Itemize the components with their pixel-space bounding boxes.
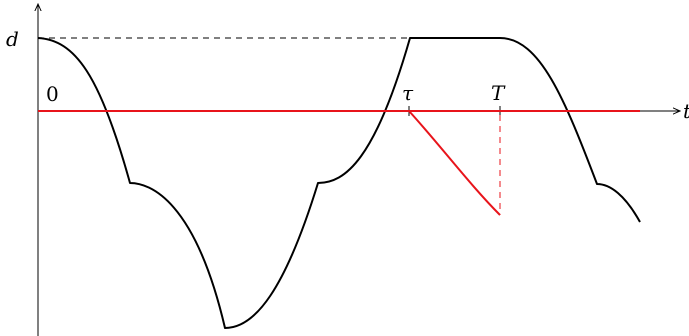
label-d: d <box>6 27 19 51</box>
black-curve <box>37 37 641 329</box>
red-descending-segment <box>408 110 501 216</box>
label-tau: τ <box>402 81 414 105</box>
label-T: T <box>491 81 506 105</box>
label-origin: 0 <box>46 82 59 106</box>
label-t: t <box>683 99 689 123</box>
